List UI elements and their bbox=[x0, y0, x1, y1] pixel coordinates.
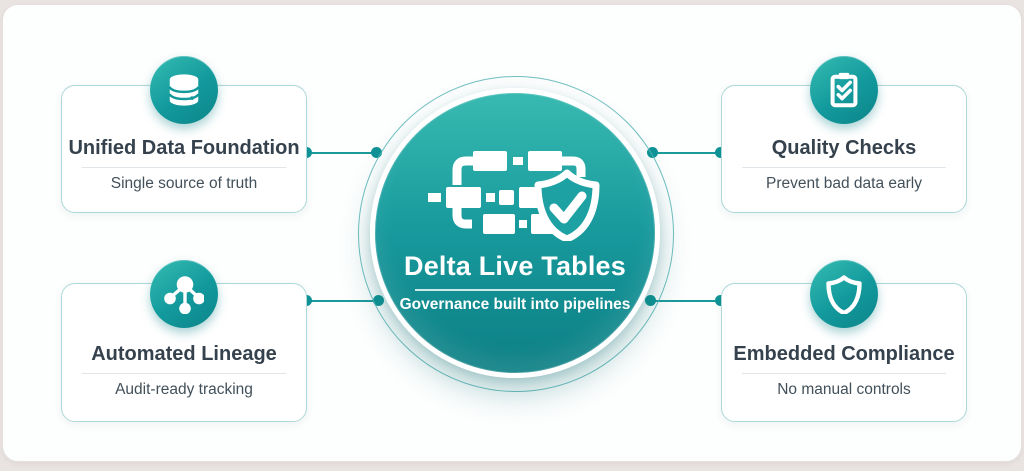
diagram-canvas: Delta Live Tables Governance built into … bbox=[2, 4, 1022, 462]
card-subtitle: No manual controls bbox=[777, 381, 911, 398]
hub-subtitle: Governance built into pipelines bbox=[399, 296, 631, 313]
card-quality-checks: Quality Checks Prevent bad data early bbox=[721, 85, 967, 213]
card-automated-lineage: Automated Lineage Audit-ready tracking bbox=[61, 283, 307, 422]
database-icon bbox=[150, 56, 218, 124]
card-subtitle: Single source of truth bbox=[110, 175, 258, 192]
hub-divider bbox=[415, 289, 615, 291]
card-title: Unified Data Foundation bbox=[68, 137, 300, 159]
pipeline-shield-icon bbox=[428, 151, 600, 241]
connector-line-bottom-left bbox=[307, 300, 381, 302]
card-divider bbox=[82, 373, 286, 374]
clipboard-check-icon bbox=[810, 56, 878, 124]
connector-dot bbox=[715, 147, 726, 158]
card-divider bbox=[82, 167, 286, 168]
shield-icon bbox=[810, 260, 878, 328]
card-title: Embedded Compliance bbox=[733, 343, 955, 365]
card-subtitle: Audit-ready tracking bbox=[115, 381, 253, 398]
card-divider bbox=[742, 167, 946, 168]
connector-dot bbox=[371, 147, 382, 158]
card-title: Automated Lineage bbox=[91, 343, 277, 365]
card-title: Quality Checks bbox=[771, 137, 917, 159]
connector-line-bottom-right bbox=[647, 300, 723, 302]
card-subtitle: Prevent bad data early bbox=[766, 175, 922, 192]
connector-dot bbox=[715, 295, 726, 306]
connector-line-top-right bbox=[649, 152, 723, 154]
connector-line-top-left bbox=[307, 152, 379, 154]
hub-title: Delta Live Tables bbox=[404, 251, 626, 281]
network-nodes-icon bbox=[150, 260, 218, 328]
connector-dot bbox=[647, 147, 658, 158]
hub-outer-ring bbox=[358, 76, 674, 392]
card-divider bbox=[742, 373, 946, 374]
hub-circle: Delta Live Tables Governance built into … bbox=[370, 88, 660, 378]
